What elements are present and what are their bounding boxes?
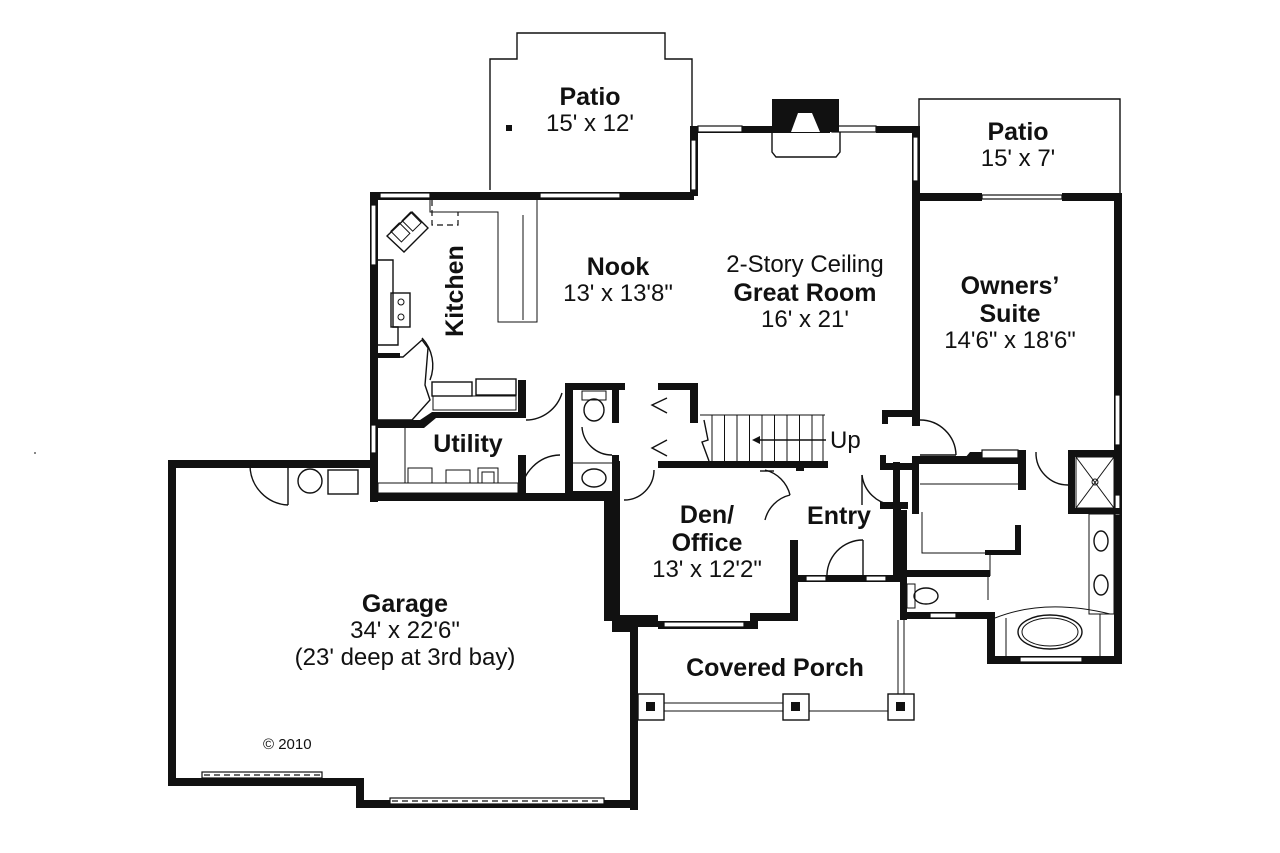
stairs-up-label: Up (830, 427, 861, 454)
room-dims: 15' x 7' (980, 145, 1056, 172)
room-name-line2: Office (671, 529, 743, 557)
owners-suite-walls (882, 186, 1122, 664)
garage-walls (168, 460, 638, 808)
room-name: Covered Porch (686, 654, 864, 682)
room-label-nook: Nook 13' x 13'8" (548, 253, 688, 308)
room-name-line2: Suite (979, 300, 1041, 328)
cooktop-icon (390, 292, 411, 328)
room-dims: 16' x 21' (761, 305, 849, 333)
room-label-kitchen: Kitchen (441, 241, 469, 341)
room-name: Utility (433, 430, 503, 458)
stray-mark (34, 452, 36, 454)
room-name: Entry (807, 502, 871, 530)
room-note: 2-Story Ceiling (726, 251, 884, 278)
room-name: Patio (987, 118, 1049, 146)
room-name: Patio (559, 83, 621, 111)
room-label-garage: Garage 34' x 22'6" (23' deep at 3rd bay) (250, 590, 560, 672)
room-label-den-office: Den/ Office 13' x 12'2" (632, 501, 782, 584)
toilet-icon (581, 390, 607, 422)
room-label-utility: Utility (418, 430, 518, 458)
sink-icon (573, 462, 612, 488)
room-name: Garage (361, 590, 449, 618)
room-name-line1: Owners’ (960, 272, 1060, 300)
owners-closet (900, 464, 1021, 620)
utility-room-fixtures (377, 392, 563, 495)
toilet-icon (906, 583, 939, 609)
room-note: (23' deep at 3rd bay) (294, 643, 516, 671)
kitchen-nook-walls (370, 192, 694, 502)
staircase (658, 414, 828, 471)
room-name: Kitchen (441, 245, 469, 337)
room-label-patio-left: Patio 15' x 12' (540, 83, 640, 138)
room-dims: 14'6" x 18'6" (944, 327, 1076, 354)
kitchen-utility-divider (378, 378, 526, 428)
shower-icon (1068, 450, 1120, 514)
den-office-walls (612, 461, 798, 632)
vanity-sinks (1088, 513, 1115, 615)
room-name-line1: Den/ (679, 501, 735, 529)
room-dims: 13' x 13'8" (563, 280, 673, 307)
room-dims: 15' x 12' (546, 110, 634, 137)
patio-left-outline (489, 32, 693, 190)
hall-closet (650, 383, 698, 457)
great-room-north-wall (690, 125, 920, 196)
room-label-great-room: 2-Story Ceiling Great Room 16' x 21' (700, 251, 910, 334)
room-dims: 34' x 22'6" (350, 617, 460, 644)
entry-walls (760, 455, 916, 582)
kitchen-counters (378, 200, 538, 421)
room-label-covered-porch: Covered Porch (660, 654, 890, 682)
room-label-patio-right: Patio 15' x 7' (968, 118, 1068, 173)
room-label-entry: Entry (795, 502, 883, 530)
room-dims: 13' x 12'2" (652, 556, 762, 583)
room-name: Great Room (733, 278, 877, 307)
bathtub-icon (987, 606, 1122, 664)
copyright-notice: © 2010 (263, 736, 312, 753)
covered-porch (630, 620, 915, 810)
fireplace (771, 99, 841, 158)
room-name: Nook (586, 253, 650, 281)
room-label-owners-suite: Owners’ Suite 14'6" x 18'6" (935, 272, 1085, 355)
kitchen-sink-icon (385, 211, 429, 253)
